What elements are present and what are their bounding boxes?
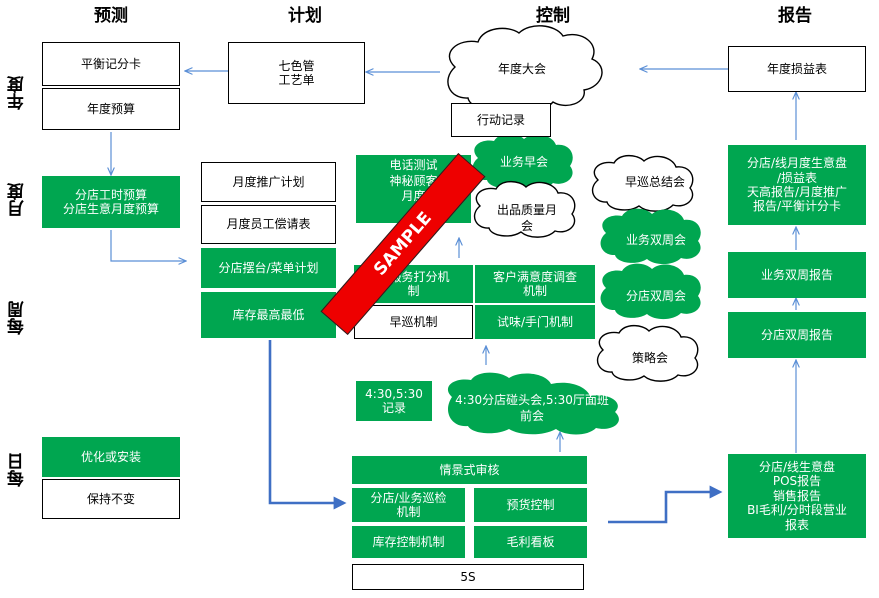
inventory-control-box: 库存控制机制 (352, 526, 465, 558)
monthly-promo-plan-box: 月度推广计划 (201, 162, 336, 202)
store-budget-line-1: 分店工时预算 (74, 187, 147, 202)
store-budget-line-2: 分店生意月度预算 (62, 202, 159, 216)
row-header-daily: 每日 (7, 453, 28, 487)
seven-color-line-1: 七色管 (278, 58, 315, 73)
seven-color-box: 七色管 工艺单 (228, 42, 365, 104)
product-quality-label-2: 会 (521, 219, 533, 233)
customer-satisfaction-box: 客户满意度调查 机制 (475, 265, 595, 303)
cloud-business-biweekly: 业务双周会 (600, 208, 701, 265)
balanced-scorecard-box: 平衡记分卡 (42, 42, 180, 86)
column-header-forecast: 预测 (94, 5, 128, 26)
strategy-meeting-label: 策略会 (632, 350, 668, 365)
column-header-plan: 计划 (288, 5, 322, 26)
scenario-audit-box: 情景式审核 (352, 456, 587, 484)
morning-patrol-summary-label: 早巡总结会 (625, 175, 685, 189)
annual-meeting-label: 年度大会 (498, 61, 546, 76)
cloud-business-morning: 业务早会 (472, 133, 573, 190)
record-430-box: 4:30,5:30 记录 (356, 381, 432, 421)
daily-report-line-3: 销售报告 (772, 488, 821, 503)
gross-margin-box: 毛利看板 (474, 526, 587, 558)
cloud-annual-meeting: 年度大会 (447, 25, 603, 112)
customer-satisfaction-line-1: 客户满意度调查 (492, 269, 577, 284)
record-430-line-2: 记录 (381, 401, 406, 415)
cloud-store-biweekly: 分店双周会 (600, 263, 701, 320)
arrow-inventory-to-patrol (268, 340, 347, 510)
customer-satisfaction-line-2: 机制 (522, 284, 547, 298)
cloud-store-meeting: 4:30分店碰头会,5:30厅面班 前会 (447, 372, 619, 435)
row-header-weekly: 每周 (7, 301, 28, 335)
monthly-report-line-4: 报告/平衡计分卡 (752, 199, 842, 214)
daily-report-box: 分店/线生意盘 POS报告 销售报告 BI毛利/分时段营业 报表 (728, 454, 866, 538)
store-budget-box: 分店工时预算 分店生意月度预算 (42, 176, 180, 228)
store-patrol-line-2: 机制 (396, 505, 421, 519)
store-display-plan-box: 分店摆台/菜单计划 (201, 248, 336, 288)
arrow-store-budget-to-display-plan (110, 230, 186, 261)
action-record-box: 行动记录 (451, 103, 551, 137)
phone-test-line-1: 电话测试 (389, 158, 438, 172)
annual-budget-box: 年度预算 (42, 88, 180, 130)
column-header-report: 报告 (778, 5, 812, 26)
keep-unchanged-box: 保持不变 (42, 479, 180, 519)
store-patrol-line-1: 分店/业务巡检 (370, 490, 447, 505)
store-meeting-label-2: 前会 (520, 408, 544, 423)
row-header-annual: 年度 (7, 76, 28, 110)
tasting-box: 试味/手门机制 (475, 305, 595, 339)
monthly-staff-request-box: 月度员工偿请表 (201, 205, 336, 244)
column-header-control: 控制 (536, 5, 570, 26)
five-s-box: 5S (352, 564, 584, 590)
store-meeting-label-1: 4:30分店碰头会,5:30厅面班 (455, 393, 609, 407)
prepaid-control-box: 预货控制 (474, 488, 587, 522)
monthly-report-box: 分店/线月度生意盘 /损益表 天高报告/月度推广 报告/平衡计分卡 (728, 145, 866, 225)
business-morning-label: 业务早会 (500, 154, 548, 169)
store-biweekly-label: 分店双周会 (626, 289, 686, 303)
cloud-product-quality: 出品质量月 会 (473, 180, 576, 238)
product-quality-label-1: 出品质量月 (497, 203, 557, 217)
monthly-report-line-2: /损益表 (776, 170, 818, 185)
record-430-line-1: 4:30,5:30 (365, 386, 423, 401)
cloud-strategy-meeting: 策略会 (596, 324, 699, 382)
annual-pl-box: 年度损益表 (728, 46, 866, 92)
monthly-report-line-3: 天高报告/月度推广 (746, 185, 848, 199)
service-scoring-line-2: 制 (407, 284, 420, 298)
cloud-morning-patrol-summary: 早巡总结会 (591, 154, 694, 212)
phone-test-line-2: 神秘顾客 (389, 173, 438, 188)
morning-patrol-box: 早巡机制 (354, 305, 473, 339)
monthly-report-line-1: 分店/线月度生意盘 (746, 156, 848, 171)
business-biweekly-report-box: 业务双周报告 (728, 252, 866, 298)
seven-color-line-2: 工艺单 (278, 73, 315, 87)
business-biweekly-label: 业务双周会 (626, 232, 686, 247)
inventory-max-min-box: 库存最高最低 (201, 292, 336, 338)
row-header-monthly: 月度 (7, 183, 28, 217)
daily-report-line-1: 分店/线生意盘 (758, 460, 836, 475)
daily-report-line-2: POS报告 (772, 474, 822, 489)
store-patrol-box: 分店/业务巡检 机制 (352, 488, 465, 522)
arrow-control-to-daily-report (608, 485, 723, 524)
daily-report-line-5: 报表 (784, 517, 809, 532)
optimize-install-box: 优化或安装 (42, 437, 180, 477)
store-biweekly-report-box: 分店双周报告 (728, 312, 866, 358)
daily-report-line-4: BI毛利/分时段营业 (747, 503, 847, 518)
